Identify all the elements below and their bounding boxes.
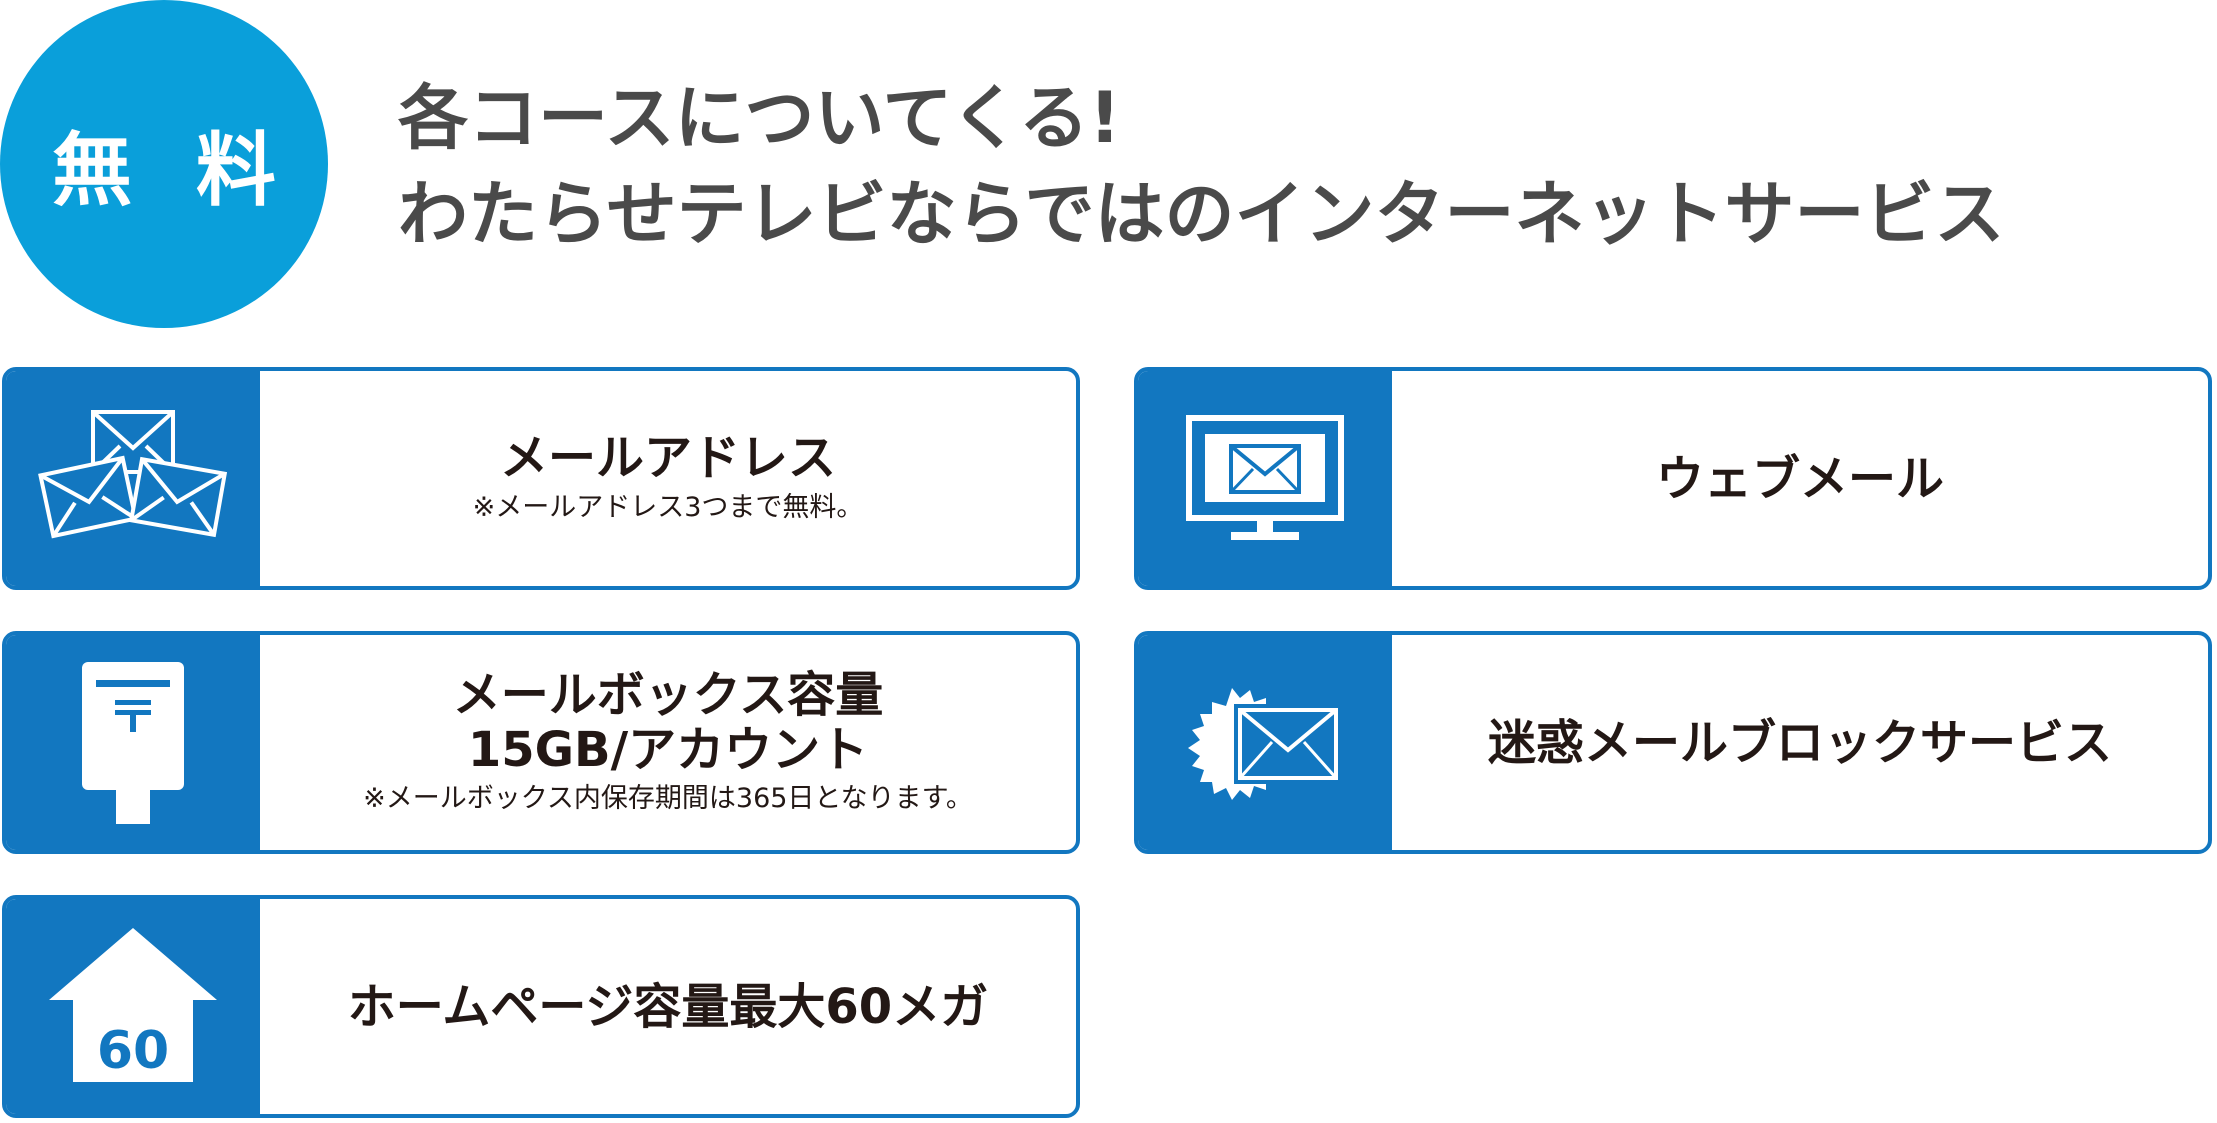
service-title: メールアドレス (499, 429, 836, 486)
headline-line-2: わたらせテレビならではのインターネットサービス (398, 173, 2005, 255)
service-icon-box (6, 371, 260, 586)
envelopes-icon (38, 409, 228, 538)
postbox-icon (82, 661, 184, 824)
service-title: ホームページ容量最大60メガ (347, 978, 989, 1035)
service-card-homepage: 60 ホームページ容量最大60メガ (2, 895, 1080, 1118)
service-note: ※メールアドレス3つまで無料。 (472, 491, 864, 523)
service-title: ウェブメール (1655, 450, 1944, 507)
service-icon-box: 60 (6, 899, 260, 1114)
house-icon: 60 (49, 927, 217, 1082)
free-badge: 無 料 (0, 0, 328, 328)
service-card-mail-address: メールアドレス ※メールアドレス3つまで無料。 (2, 367, 1080, 590)
service-title: メールボックス容量 (452, 666, 884, 723)
service-content: メールボックス容量 15GB/アカウント ※メールボックス内保存期間は365日と… (260, 635, 1076, 850)
free-badge-label: 無 料 (52, 124, 294, 217)
service-icon-box (6, 635, 260, 850)
service-icon-box (1138, 371, 1392, 586)
service-card-webmail: ウェブメール (1134, 367, 2212, 590)
service-content: 迷惑メールブロックサービス (1392, 635, 2208, 850)
service-title: 迷惑メールブロックサービス (1487, 714, 2112, 771)
spam-block-mail-icon (1188, 687, 1342, 800)
headline: 各コースについてくる! わたらせテレビならではのインターネットサービス (398, 70, 2005, 262)
service-card-mailbox: メールボックス容量 15GB/アカウント ※メールボックス内保存期間は365日と… (2, 631, 1080, 854)
service-content: ホームページ容量最大60メガ (260, 899, 1076, 1114)
service-card-spam-block: 迷惑メールブロックサービス (1134, 631, 2212, 854)
headline-line-1: 各コースについてくる! (398, 77, 1121, 159)
service-content: メールアドレス ※メールアドレス3つまで無料。 (260, 371, 1076, 586)
service-icon-box (1138, 635, 1392, 850)
monitor-mail-icon (1186, 414, 1344, 540)
house-icon-label: 60 (97, 1021, 169, 1081)
service-content: ウェブメール (1392, 371, 2208, 586)
service-note: ※メールボックス内保存期間は365日となります。 (363, 782, 973, 814)
service-subtitle: 15GB/アカウント (467, 721, 869, 778)
